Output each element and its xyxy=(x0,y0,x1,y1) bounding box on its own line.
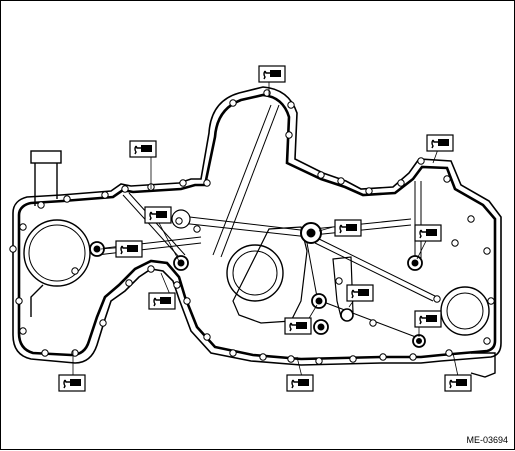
bolt-hole xyxy=(19,223,27,231)
seal-points xyxy=(89,222,426,348)
sealant-application-icon xyxy=(148,292,176,310)
center-cavity xyxy=(232,226,308,324)
center-bore xyxy=(226,244,284,302)
bolt-hole xyxy=(41,349,49,357)
cover-outline xyxy=(12,86,502,366)
sealant-application-icon xyxy=(144,206,172,224)
right-bore xyxy=(440,286,490,336)
bolt-hole xyxy=(349,355,357,363)
reinforcing-ribs xyxy=(96,104,438,340)
bolt-hole xyxy=(259,353,267,361)
bolt-hole xyxy=(287,355,295,363)
bolt-hole xyxy=(365,187,373,195)
bolt-hole xyxy=(487,297,495,305)
bolt-hole xyxy=(287,101,295,109)
sealant-application-icon xyxy=(414,310,442,328)
sealant-application-icon xyxy=(286,374,314,392)
left-guide-line xyxy=(30,284,44,317)
bolt-hole xyxy=(71,267,79,275)
bolt-hole xyxy=(147,265,155,273)
bolt-hole xyxy=(433,295,441,303)
bolt-hole xyxy=(19,327,27,335)
bolt-hole xyxy=(15,297,23,305)
sealant-application-icon xyxy=(58,374,86,392)
bolt-hole xyxy=(467,215,475,223)
bolt-hole xyxy=(443,175,451,183)
bolt-hole xyxy=(229,349,237,357)
seal-bead xyxy=(17,93,497,361)
sealant-callouts xyxy=(58,65,472,392)
bolt-hole xyxy=(121,185,129,193)
lower-right-tab xyxy=(470,352,496,378)
bolt-hole xyxy=(183,297,191,305)
bolt-hole xyxy=(285,131,293,139)
bolt-hole xyxy=(173,281,181,289)
bolt-hole xyxy=(125,279,133,287)
leader-lines xyxy=(72,79,460,382)
sealant-application-icon xyxy=(115,240,143,258)
bolt-hole xyxy=(101,191,109,199)
sealant-application-icon xyxy=(426,134,454,152)
bolt-hole xyxy=(37,201,45,209)
bolt-hole xyxy=(203,179,211,187)
sealant-application-icon xyxy=(284,317,312,335)
sealant-application-icon xyxy=(129,140,157,158)
bolt-hole xyxy=(315,357,323,365)
bolt-hole xyxy=(369,319,377,327)
bolt-hole xyxy=(193,225,201,233)
bolt-hole xyxy=(379,353,387,361)
bolt-hole xyxy=(335,277,343,285)
bolt-hole xyxy=(451,239,459,247)
bolt-hole xyxy=(483,337,491,345)
bolt-hole xyxy=(203,333,211,341)
bolt-hole xyxy=(409,353,417,361)
bolt-hole xyxy=(63,195,71,203)
sealant-application-icon xyxy=(414,224,442,242)
bolt-hole xyxy=(263,89,271,97)
bolt-hole xyxy=(9,245,17,253)
bolt-hole xyxy=(175,217,183,225)
sealant-application-icon xyxy=(258,65,286,83)
oil-filler-tube xyxy=(30,150,62,206)
bolt-hole xyxy=(417,157,425,165)
sealant-application-icon xyxy=(346,284,374,302)
bolt-hole xyxy=(229,99,237,107)
bolt-holes xyxy=(9,89,495,365)
bolt-hole xyxy=(483,247,491,255)
bolt-hole xyxy=(317,171,325,179)
sealant-application-icon xyxy=(334,219,362,237)
bolt-hole xyxy=(99,319,107,327)
bolt-hole xyxy=(397,179,405,187)
bolt-hole xyxy=(337,177,345,185)
bolt-hole xyxy=(179,179,187,187)
figure-reference-code: ME-03694 xyxy=(466,435,508,445)
sealant-application-icon xyxy=(444,374,472,392)
bolt-hole xyxy=(445,349,453,357)
left-bore xyxy=(23,219,91,287)
